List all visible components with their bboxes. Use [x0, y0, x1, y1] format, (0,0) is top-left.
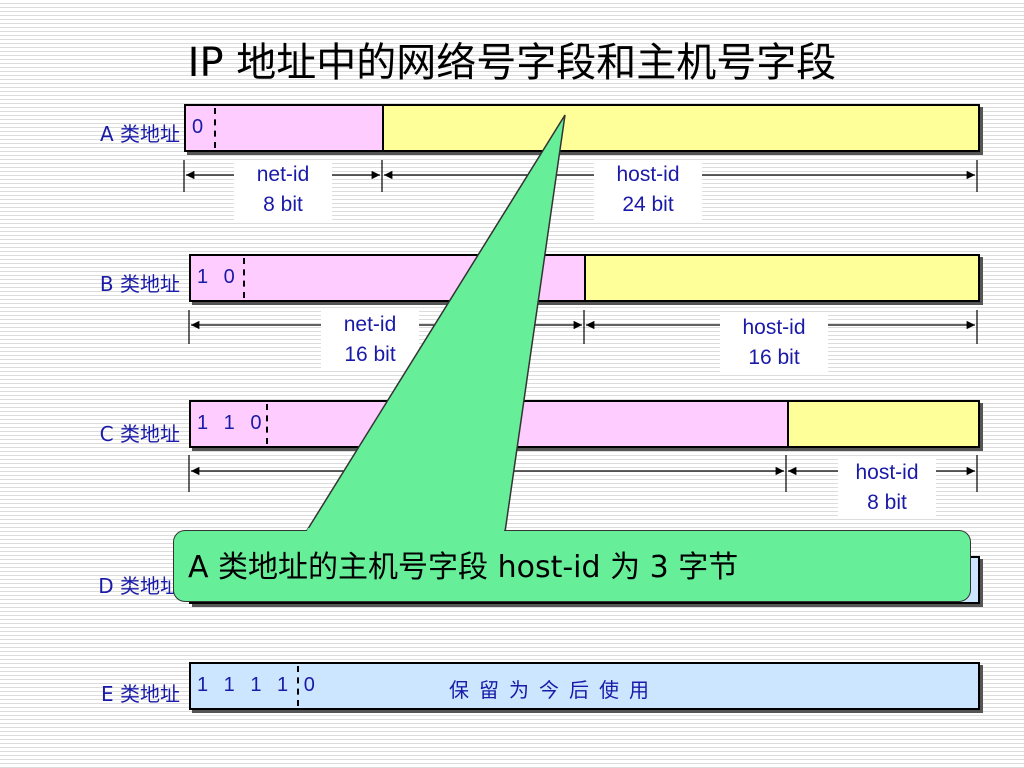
- class-c-divider: [787, 402, 789, 446]
- class-c-net-field: [191, 402, 788, 446]
- class-c-prefix-dash: [266, 404, 268, 444]
- label-b-net-id: net-id 16 bit: [321, 310, 419, 370]
- class-b-host-field: [585, 256, 978, 300]
- class-c-host-field: [788, 402, 978, 446]
- class-b-bar: 1 0: [189, 254, 980, 302]
- class-e-bar: 1 1 1 1 0 保留为今后使用: [189, 662, 980, 710]
- callout-box: [173, 530, 971, 602]
- class-b-prefix-bits: 1 0: [197, 266, 240, 288]
- label-b-host-id: host-id 16 bit: [720, 313, 828, 373]
- row-label-class-e: E 类地址: [101, 682, 180, 706]
- row-label-class-a: A 类地址: [99, 122, 180, 146]
- label-a-host-id: host-id 24 bit: [594, 160, 702, 220]
- class-a-divider: [382, 106, 384, 150]
- class-a-bar: 0: [184, 104, 980, 152]
- class-e-prefix-dash: [297, 666, 299, 706]
- page-title: IP 地址中的网络号字段和主机号字段: [187, 40, 837, 86]
- row-label-class-b: B 类地址: [99, 272, 180, 296]
- row-label-class-d: D 类地址: [98, 574, 180, 598]
- class-c-prefix-bits: 1 1 0: [197, 412, 267, 434]
- callout-text: A 类地址的主机号字段 host-id 为 3 字节: [188, 550, 739, 585]
- class-a-prefix-bits: 0: [192, 116, 209, 138]
- class-e-reserved-text: 保留为今后使用: [449, 678, 659, 702]
- class-e-prefix-bits: 1 1 1 1 0: [197, 674, 320, 696]
- class-b-prefix-dash: [243, 258, 245, 298]
- class-b-net-field: [191, 256, 585, 300]
- label-c-host-id: host-id 8 bit: [838, 458, 936, 518]
- class-c-bar: 1 1 0: [189, 400, 980, 448]
- class-b-divider: [584, 256, 586, 300]
- class-a-prefix-dash: [214, 108, 216, 148]
- row-label-class-c: C 类地址: [99, 422, 180, 446]
- label-a-net-id: net-id 8 bit: [234, 160, 332, 220]
- class-a-host-field: [383, 106, 978, 150]
